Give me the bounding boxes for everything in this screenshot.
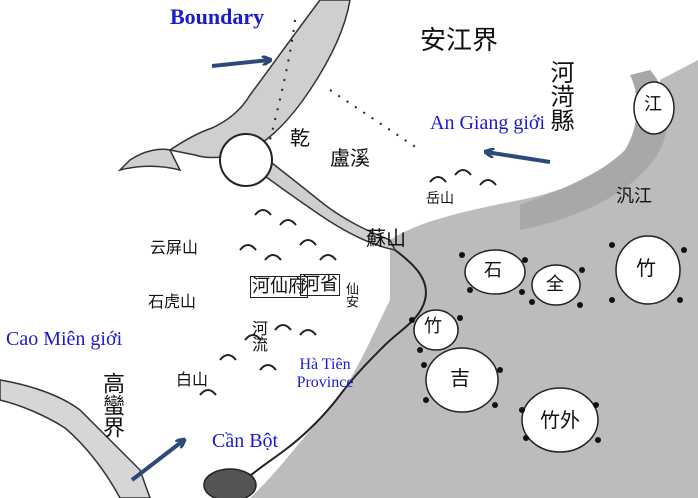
- an-giang-label: An Giang giới: [430, 112, 546, 134]
- island-dots: [409, 242, 687, 443]
- river-west: [117, 148, 182, 172]
- river-southwest: [0, 379, 151, 498]
- island-5-text: 竹: [424, 316, 442, 337]
- boundary-label: Boundary: [170, 4, 265, 29]
- mountains: [199, 169, 497, 396]
- arrow-can-bot: [130, 440, 184, 482]
- island-2-text: 全: [546, 274, 564, 295]
- hexian-fu-text: 河仙府: [250, 276, 308, 298]
- river-district-text: 河渮縣: [546, 60, 574, 132]
- yun-shan-text: 云屏山: [150, 238, 199, 257]
- river-main: [168, 0, 351, 159]
- yue-shan-text: 岳山: [426, 191, 454, 207]
- island-3-text: 竹: [636, 256, 656, 280]
- arrow-boundary: [211, 60, 270, 68]
- coast-city-text: 仙安: [343, 282, 358, 308]
- boundary-dotted-line-2: [329, 89, 421, 151]
- an-jiang-boundary-text: 安江界: [420, 26, 499, 56]
- boundary-dotted-line: [269, 19, 296, 141]
- pond: [219, 133, 273, 187]
- ha-tien-label: Hà Tiên Province: [296, 356, 354, 392]
- he-liu-text: 河流: [249, 320, 268, 352]
- gao-mian-jie-text: 高蠻界: [99, 372, 124, 438]
- arrow-an-giang: [486, 152, 551, 164]
- su-shan-text: 蘇山: [366, 226, 406, 250]
- river-branch: [249, 148, 397, 252]
- bai-shan-text: 白山: [176, 370, 209, 389]
- river-mouth-text: 江: [644, 94, 662, 115]
- cao-mien-label: Cao Miên giới: [6, 328, 123, 350]
- coastline: [229, 249, 427, 498]
- islands: [203, 81, 681, 498]
- hexian-sheng-text: 河省: [300, 274, 340, 296]
- shi-shan-text: 石虎山: [148, 292, 197, 311]
- lu-xi-text: 盧溪: [330, 146, 370, 170]
- qian-text: 乾: [290, 126, 310, 150]
- can-bot-label: Cần Bột: [212, 430, 279, 452]
- island-1-text: 石: [484, 260, 502, 281]
- island-6-text: 竹外: [540, 408, 580, 432]
- island-4-text: 吉: [450, 366, 470, 390]
- xun-jiang-text: 汎江: [616, 186, 652, 207]
